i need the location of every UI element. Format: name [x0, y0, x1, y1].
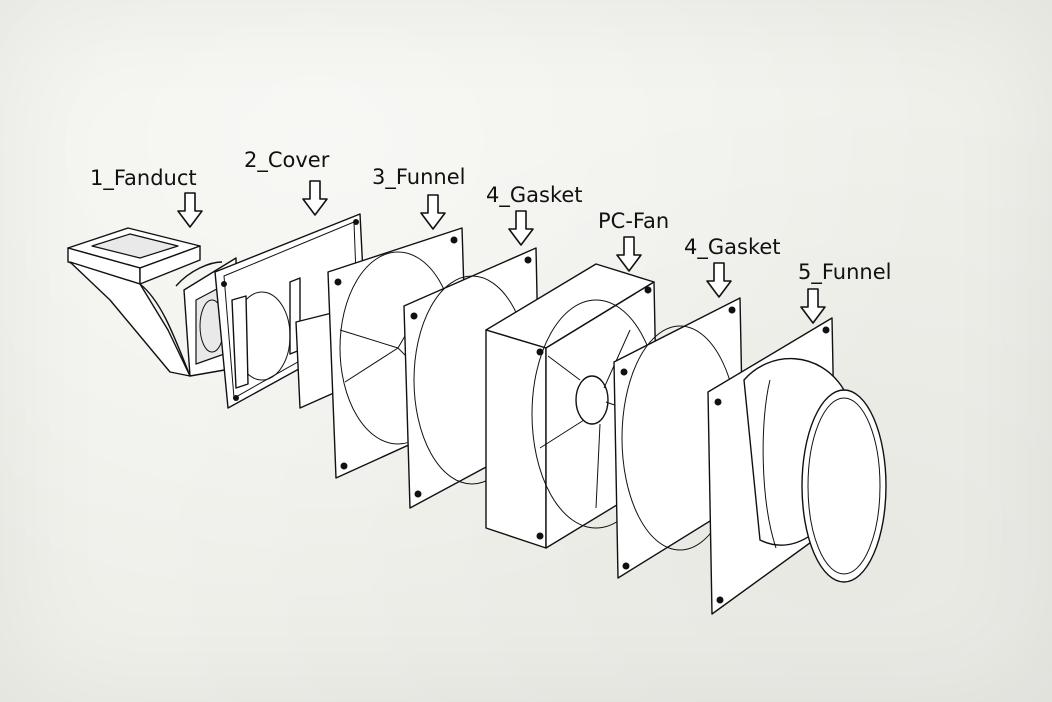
down-arrow-icon — [420, 194, 446, 230]
label-gasket-b: 4_Gasket — [684, 235, 781, 259]
label-gasket-a: 4_Gasket — [486, 183, 583, 207]
label-pc-fan: PC-Fan — [598, 209, 670, 233]
down-arrow-icon — [302, 180, 328, 216]
label-funnel-5: 5_Funnel — [798, 260, 892, 284]
down-arrow-icon — [177, 192, 203, 228]
down-arrow-icon — [616, 236, 642, 272]
part-cover — [214, 213, 367, 409]
part-fanduct — [67, 227, 237, 377]
part-funnel-5 — [707, 317, 887, 615]
down-arrow-icon — [706, 262, 732, 298]
down-arrow-icon — [508, 210, 534, 246]
down-arrow-icon — [800, 288, 826, 324]
label-funnel-3: 3_Funnel — [372, 165, 466, 189]
label-fanduct: 1_Fanduct — [90, 166, 197, 190]
label-cover: 2_Cover — [244, 148, 330, 172]
